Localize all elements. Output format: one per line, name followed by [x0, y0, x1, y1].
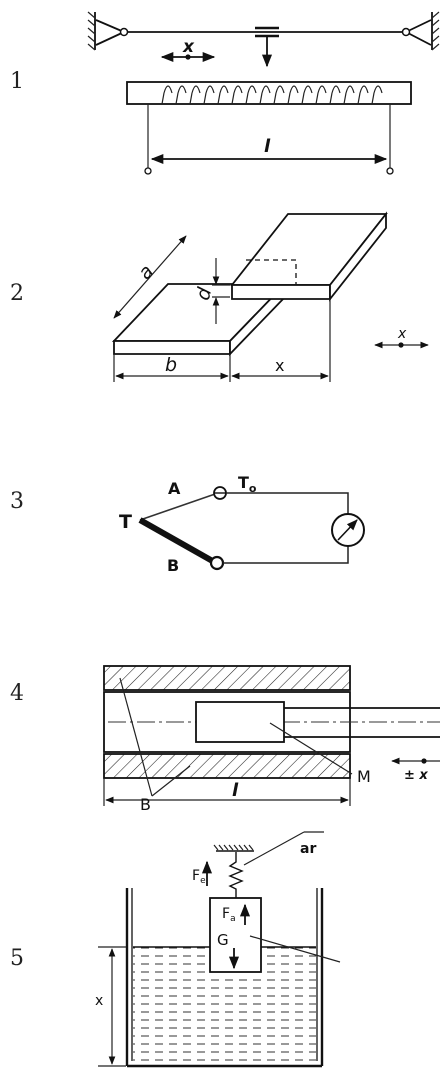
displacement-arrow-x: x [374, 326, 429, 349]
coil [126, 81, 412, 105]
figure-5: 5 x Fe Fa G [10, 831, 341, 1068]
figure-number-4: 4 [10, 681, 24, 706]
label-l: l [264, 136, 271, 157]
force-arrows [201, 860, 251, 970]
rod [284, 707, 440, 738]
displacement-arrow-x: ± x [391, 757, 440, 783]
label-Fa: Fa [222, 906, 236, 924]
leader-lines [119, 677, 353, 797]
spring-mount [213, 844, 254, 898]
label-ar: ar [300, 841, 316, 857]
figure-number-1: 1 [10, 69, 24, 94]
dimension-b: b [113, 354, 231, 382]
figure-3: 3 T A To B [10, 473, 365, 575]
label-a: a [134, 260, 158, 283]
label-b: b [165, 354, 177, 376]
leader-float [249, 935, 341, 963]
label-x-dim: x [275, 356, 284, 375]
dimension-x: x [231, 299, 331, 382]
figure-4: 4 l ± x M B [10, 665, 440, 814]
label-G: G [217, 931, 229, 949]
label-Fe: Fe [192, 868, 206, 886]
figure-1: 1 x [10, 11, 440, 175]
label-B: B [140, 795, 151, 814]
support-left [87, 11, 129, 51]
terminals [144, 104, 394, 175]
label-x: x [182, 37, 195, 57]
vessel [125, 888, 324, 1068]
displacement-arrow-x: x [160, 37, 216, 63]
label-x-arrow: x [397, 326, 407, 342]
label-T0: To [238, 473, 257, 495]
meter [331, 513, 365, 547]
label-T: T [119, 511, 132, 533]
dimension-x: x [95, 946, 126, 1067]
thermocouple [138, 486, 349, 571]
label-B: B [167, 556, 179, 575]
label-l: l [232, 780, 239, 801]
label-A: A [168, 479, 181, 498]
leader-ar [243, 831, 305, 866]
figure-number-2: 2 [10, 281, 24, 306]
support-right [401, 11, 440, 51]
figure-number-3: 3 [10, 489, 24, 514]
label-x: ± x [404, 768, 428, 783]
length-dimension-l: l [150, 136, 388, 165]
length-dimension-l: l [103, 778, 351, 806]
core [195, 701, 285, 743]
figure-2: 2 a d b [10, 211, 429, 382]
label-M: M [357, 767, 371, 786]
label-x: x [95, 993, 103, 1009]
upper-plate [230, 211, 388, 302]
slider-contact [255, 26, 279, 68]
figure-number-5: 5 [10, 946, 24, 971]
